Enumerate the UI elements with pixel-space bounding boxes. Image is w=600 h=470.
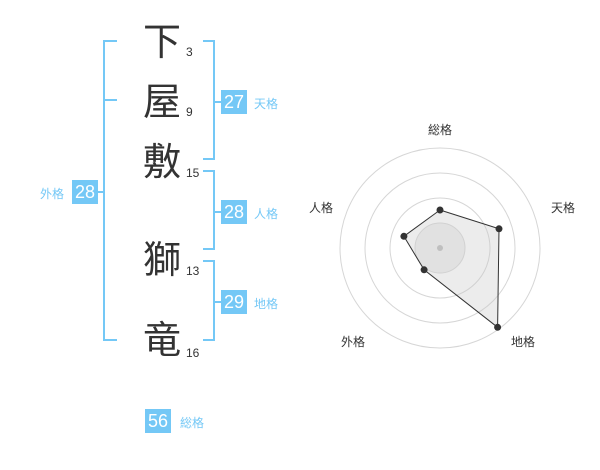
gaikaku-bracket-line: [103, 40, 105, 341]
chikaku-bracket-tick-top: [203, 260, 215, 262]
stroke-count-2: 9: [186, 105, 193, 119]
jinkaku-label: 人格: [254, 207, 279, 221]
name-char-2: 屋: [142, 80, 181, 124]
jinkaku-bracket-line: [213, 170, 215, 250]
radar-point-1: [436, 206, 444, 214]
name-char-4: 獅: [142, 238, 181, 282]
radar-point-2: [495, 225, 503, 233]
tenkaku-bracket-tick-top: [203, 40, 215, 42]
radar-axis-label-gaikaku: 外格: [341, 335, 366, 349]
gaikaku-bracket-connector: [98, 191, 104, 193]
stroke-count-3: 15: [186, 166, 200, 180]
jinkaku-bracket-connector: [214, 211, 221, 213]
chikaku-bracket-connector: [214, 301, 221, 303]
gaikaku-label: 外格: [40, 187, 65, 201]
stroke-count-4: 13: [186, 264, 200, 278]
radar-point-5: [400, 232, 408, 240]
tenkaku-label: 天格: [254, 97, 279, 111]
radar-axis-label-chikaku: 地格: [511, 335, 536, 349]
name-char-3: 敷: [142, 140, 181, 184]
gaikaku-value: 28: [72, 180, 99, 204]
radar-axis-label-soukaku: 総格: [428, 123, 453, 137]
gaikaku-bracket-tick-bottom: [103, 339, 117, 341]
gaikaku-bracket-tick-mid: [103, 99, 117, 101]
jinkaku-bracket-tick-top: [203, 170, 215, 172]
soukaku-label: 総格: [180, 416, 205, 430]
chikaku-bracket-line: [213, 260, 215, 341]
tenkaku-bracket-connector: [214, 101, 221, 103]
tenkaku-bracket-line: [213, 40, 215, 160]
gaikaku-bracket-tick-top: [103, 40, 117, 42]
jinkaku-bracket-tick-bottom: [203, 248, 215, 250]
name-char-5: 竜: [142, 318, 181, 362]
chikaku-label: 地格: [254, 297, 279, 311]
jinkaku-value: 28: [221, 200, 248, 224]
radar-axis-label-jinkaku: 人格: [309, 201, 334, 215]
radar-series-polygon: [403, 209, 500, 329]
stroke-count-5: 16: [186, 346, 200, 360]
tenkaku-value: 27: [221, 90, 248, 114]
radar-point-3: [494, 323, 502, 331]
soukaku-value: 56: [145, 409, 172, 433]
radar-center-dot: [437, 245, 443, 251]
radar-axis-label-tenkaku: 天格: [551, 201, 576, 215]
stroke-count-1: 3: [186, 45, 193, 59]
name-char-1: 下: [142, 20, 181, 64]
chikaku-value: 29: [221, 290, 248, 314]
chikaku-bracket-tick-bottom: [203, 339, 215, 341]
radar-point-4: [420, 266, 428, 274]
tenkaku-bracket-tick-bottom: [203, 158, 215, 160]
